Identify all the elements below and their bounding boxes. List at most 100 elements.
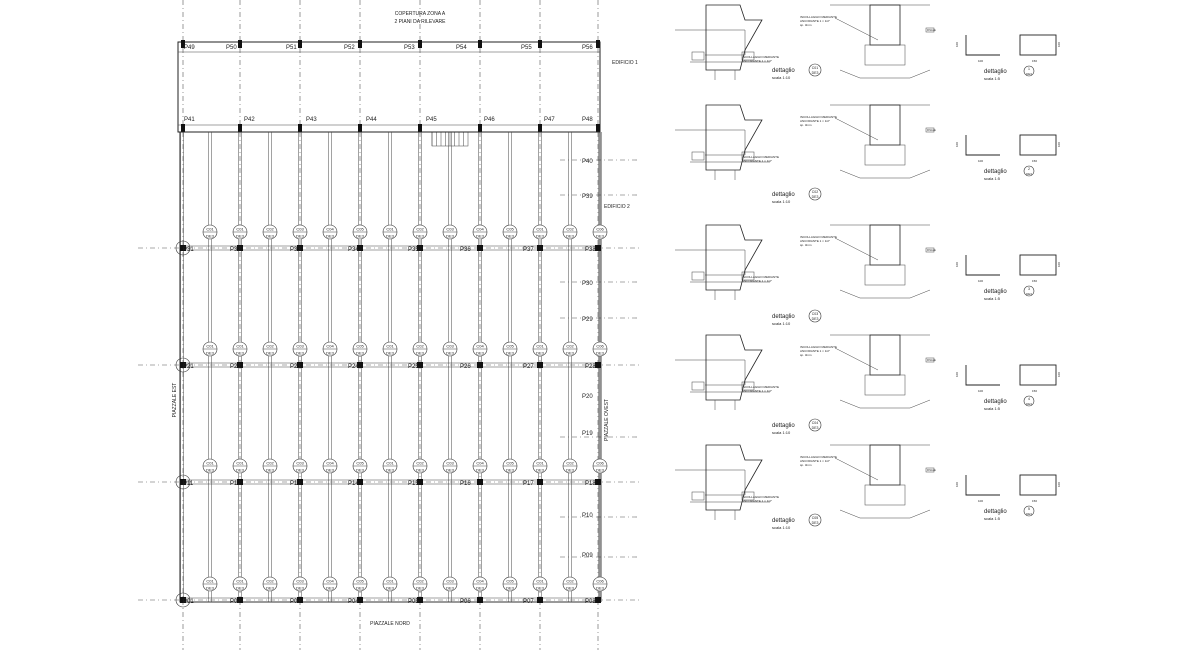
detail-scale: scala 1:10 bbox=[772, 321, 791, 326]
tag-box bbox=[925, 467, 935, 473]
bubble-code: C01 bbox=[206, 461, 214, 466]
detail-title: dettaglio bbox=[772, 192, 795, 198]
detail-note: ANCORANTE 1 × 1/2" bbox=[800, 19, 830, 23]
bubble-code: C03 bbox=[296, 344, 304, 349]
bubble-sheet: DE3 bbox=[386, 468, 395, 473]
angle-profile bbox=[965, 365, 1000, 386]
column-label-row-end: P28 bbox=[585, 364, 596, 370]
column-marker bbox=[538, 40, 542, 48]
column-marker bbox=[358, 40, 362, 48]
small-detail-sheet: DE3 bbox=[1026, 172, 1032, 176]
bubble-code: C04 bbox=[476, 461, 484, 466]
bubble-code: C05 bbox=[356, 579, 364, 584]
column-marker bbox=[238, 124, 242, 132]
bubble-sheet: DE3 bbox=[446, 468, 455, 473]
footing-line bbox=[839, 509, 931, 519]
bubble-sheet: DE3 bbox=[386, 351, 395, 356]
small-detail-sheet: DE3 bbox=[1026, 292, 1032, 296]
column-label-row: P15 bbox=[408, 481, 419, 487]
dim-text: 100 bbox=[978, 499, 983, 503]
column-marker bbox=[297, 362, 303, 368]
column-label-row: P01 bbox=[183, 599, 194, 605]
building-1-outline bbox=[177, 41, 601, 133]
member-outline bbox=[705, 4, 763, 71]
small-detail-title: dettaglio bbox=[984, 399, 1007, 405]
bubble-code: C01 bbox=[236, 227, 244, 232]
plate-profile bbox=[1019, 364, 1057, 386]
tag-label: FINALE bbox=[927, 249, 936, 252]
column-label-row: P12 bbox=[230, 481, 241, 487]
footing-line bbox=[839, 69, 931, 79]
column-label-top: P55 bbox=[521, 45, 532, 51]
footing-line bbox=[839, 169, 931, 179]
column-marker bbox=[537, 362, 543, 368]
detail-note: ANCORANTE 1 × 1/2" bbox=[800, 239, 830, 243]
column-marker bbox=[418, 124, 422, 132]
column-label-mid: P43 bbox=[306, 117, 317, 123]
column-label-row: P06 bbox=[460, 599, 471, 605]
column-label-row: P26 bbox=[460, 364, 471, 370]
column-label-right: P10 bbox=[582, 513, 593, 519]
column-label-row: P16 bbox=[460, 481, 471, 487]
bubble-sheet: DE3 bbox=[386, 586, 395, 591]
pier-outline bbox=[869, 444, 901, 486]
dim-text: 150 bbox=[1032, 499, 1037, 503]
bubble-code: C01 bbox=[386, 344, 394, 349]
dim-text: 100 bbox=[1057, 372, 1061, 377]
dim-text: 100 bbox=[978, 279, 983, 283]
detail-note: sp. 3mm bbox=[800, 123, 812, 127]
bubble-sheet: DE3 bbox=[326, 468, 335, 473]
tag-box bbox=[925, 247, 935, 253]
bubble-code: C02 bbox=[566, 227, 574, 232]
plate bbox=[691, 151, 705, 161]
dim-text: 100 bbox=[955, 42, 959, 47]
tag-box bbox=[925, 127, 935, 133]
bubble-sheet: DE3 bbox=[206, 234, 215, 239]
bubble-code: C02 bbox=[566, 579, 574, 584]
column-marker bbox=[180, 479, 186, 485]
column-label-row: P24 bbox=[348, 364, 359, 370]
bubble-sheet: DE3 bbox=[446, 351, 455, 356]
bubble-code: C04 bbox=[326, 579, 334, 584]
column-marker bbox=[595, 245, 601, 251]
column-marker bbox=[357, 597, 363, 603]
bubble-code: C01 bbox=[536, 461, 544, 466]
bubble-sheet: DE3 bbox=[266, 586, 275, 591]
column-label-top: P54 bbox=[456, 45, 467, 51]
pier-outline bbox=[869, 334, 901, 376]
small-detail-title: dettaglio bbox=[984, 69, 1007, 75]
tag-box bbox=[925, 357, 935, 363]
column-marker bbox=[417, 479, 423, 485]
column-label-right: P20 bbox=[582, 394, 593, 400]
section-line bbox=[675, 469, 746, 496]
column-marker bbox=[418, 40, 422, 48]
column-marker bbox=[417, 362, 423, 368]
bubble-sheet: DE3 bbox=[206, 351, 215, 356]
column-label-mid: P47 bbox=[544, 117, 555, 123]
bubble-code: C06 bbox=[596, 344, 604, 349]
bubble-sheet: DE3 bbox=[476, 468, 485, 473]
column-marker bbox=[478, 40, 482, 48]
column-label-row: P23 bbox=[290, 364, 301, 370]
floor-plan: C01DE3C01DE3C02DE3C03DE3C04DE3C05DE3C01D… bbox=[138, 0, 640, 650]
bubble-sheet: DE3 bbox=[566, 234, 575, 239]
bubble-sheet: DE3 bbox=[356, 351, 365, 356]
column-marker bbox=[538, 124, 542, 132]
bubble-sheet: DE3 bbox=[536, 586, 545, 591]
column-label-mid: P42 bbox=[244, 117, 255, 123]
